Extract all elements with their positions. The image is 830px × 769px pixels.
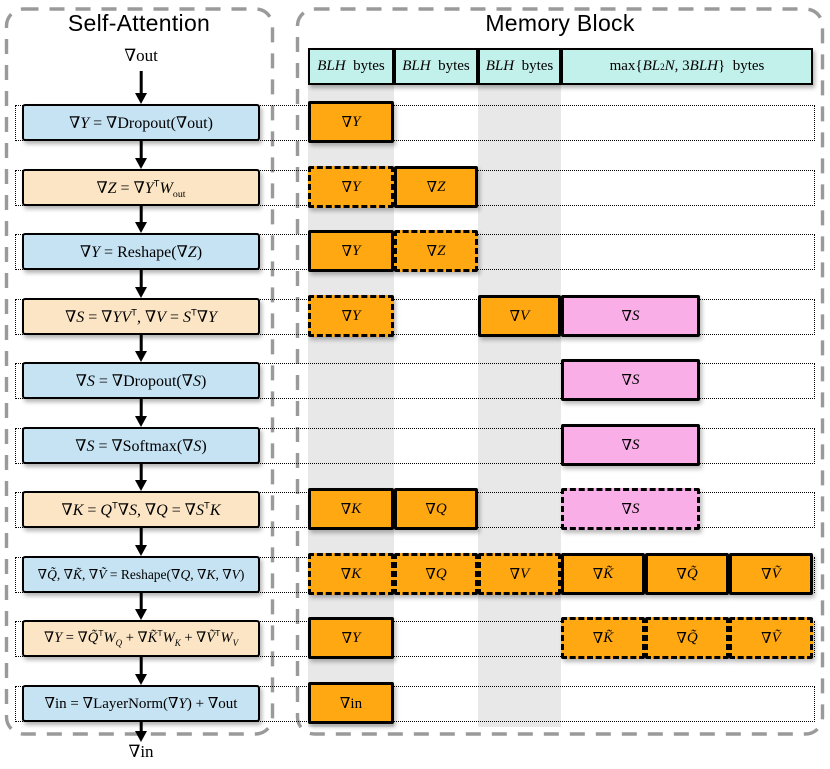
arrow-head-icon <box>135 93 147 104</box>
step-dropout-grad-out-formula: ∇Y = ∇Dropout(∇out) <box>69 114 213 132</box>
step-reshape-grad-z: ∇Y = Reshape(∇Z) <box>22 233 260 270</box>
arrow-head-icon <box>135 674 147 685</box>
memory-block-grad-V: ∇V <box>478 295 561 337</box>
input-gradient-label: ∇out <box>124 46 158 65</box>
arrow-head-icon <box>135 222 147 233</box>
flow-arrow-9 <box>134 657 148 685</box>
arrow-line <box>139 206 143 224</box>
step-softmax-grad-s: ∇S = ∇Softmax(∇S) <box>22 427 260 464</box>
step-proj-grad-y: ∇Y = ∇Q̃TWQ + ∇K̃TWK + ∇ṼTWV <box>22 620 260 657</box>
arrow-head-icon <box>135 609 147 620</box>
memory-column-header-col-blh-2: BLH bytes <box>394 48 478 85</box>
memory-column-header-col-blh-3: BLH bytes <box>478 48 561 85</box>
flow-arrow-2 <box>134 206 148 233</box>
input-arrow <box>134 71 148 104</box>
flow-arrow-6 <box>134 464 148 491</box>
arrow-head-icon <box>135 545 147 556</box>
memory-block-grad-Y: ∇Y <box>308 230 394 272</box>
step-grad-kq: ∇K = QT∇S, ∇Q = ∇STK <box>22 491 260 528</box>
memory-block-grad-Q: ∇Q <box>394 553 478 595</box>
memory-block-grad-S: ∇S <box>561 424 700 466</box>
memory-block-grad-Y: ∇Y <box>308 295 394 337</box>
memory-block-grad-K-tilde: ∇K̃ <box>561 617 645 659</box>
step-reshape-grad-z-formula: ∇Y = Reshape(∇Z) <box>79 243 203 261</box>
memory-block-grad-Z: ∇Z <box>394 166 478 208</box>
arrow-line <box>139 71 143 95</box>
row-band-6 <box>15 428 815 464</box>
arrow-head-icon <box>135 480 147 491</box>
row-band-4 <box>15 299 815 335</box>
flow-arrow-4 <box>134 335 148 362</box>
arrow-head-icon <box>135 731 147 742</box>
step-softmax-grad-s-formula: ∇S = ∇Softmax(∇S) <box>75 437 207 455</box>
step-proj-grad-y-formula: ∇Y = ∇Q̃TWQ + ∇K̃TWK + ∇ṼTWV <box>43 628 239 648</box>
row-band-1 <box>15 105 815 141</box>
shaded-column-c3 <box>478 85 561 727</box>
memory-block-grad-S: ∇S <box>561 359 700 401</box>
step-dropout-grad-s: ∇S = ∇Dropout(∇S) <box>22 362 260 399</box>
step-attn-grad-sv: ∇S = ∇YVT, ∇V = ST∇Y <box>22 298 260 335</box>
arrow-line <box>139 464 143 482</box>
arrow-line <box>139 270 143 289</box>
arrow-line <box>139 722 143 733</box>
right-panel-title: Memory Block <box>485 10 635 36</box>
step-dropout-grad-out: ∇Y = ∇Dropout(∇out) <box>22 104 260 141</box>
flow-arrow-5 <box>134 399 148 427</box>
step-layernorm-grad-in-formula: ∇in = ∇LayerNorm(∇Y) + ∇out <box>44 696 238 712</box>
arrow-line <box>139 528 143 547</box>
step-layernorm-grad-in: ∇in = ∇LayerNorm(∇Y) + ∇out <box>22 685 260 722</box>
memory-block-grad-in: ∇in <box>308 682 394 724</box>
arrow-line <box>139 399 143 418</box>
memory-block-grad-Y: ∇Y <box>308 617 394 659</box>
arrow-head-icon <box>135 158 147 169</box>
memory-block-grad-Y: ∇Y <box>308 166 394 208</box>
memory-block-grad-K: ∇K <box>308 553 394 595</box>
memory-column-header-col-blh-1: BLH bytes <box>308 48 394 85</box>
output-arrow <box>134 722 148 742</box>
row-band-9 <box>15 621 815 657</box>
memory-block-grad-Y: ∇Y <box>308 101 394 143</box>
memory-block-grad-V: ∇V <box>478 553 561 595</box>
row-band-5 <box>15 363 815 399</box>
flow-arrow-8 <box>134 593 148 620</box>
arrow-line <box>139 141 143 160</box>
row-band-10 <box>15 686 815 722</box>
step-dropout-grad-s-formula: ∇S = ∇Dropout(∇S) <box>75 372 207 390</box>
step-grad-kq-formula: ∇K = QT∇S, ∇Q = ∇STK <box>61 500 221 519</box>
flow-arrow-7 <box>134 528 148 556</box>
arrow-head-icon <box>135 351 147 362</box>
flow-arrow-1 <box>134 141 148 169</box>
arrow-line <box>139 335 143 353</box>
memory-block-grad-Q-tilde: ∇Q̃ <box>645 553 729 595</box>
step-reshape-qkv-formula: ∇Q̃, ∇K̃, ∇Ṽ = Reshape(∇Q, ∇K, ∇V) <box>37 566 245 582</box>
left-panel-title: Self-Attention <box>67 10 211 36</box>
step-wout-grad: ∇Z = ∇YTWout <box>22 169 260 206</box>
memory-block-grad-K: ∇K <box>308 488 394 530</box>
step-attn-grad-sv-formula: ∇S = ∇YVT, ∇V = ST∇Y <box>65 307 217 326</box>
memory-block-grad-V-tilde: ∇Ṽ <box>729 617 813 659</box>
memory-block-grad-S: ∇S <box>561 295 700 337</box>
memory-block-grad-Q-tilde: ∇Q̃ <box>645 617 729 659</box>
memory-block-panel-border <box>295 7 825 736</box>
memory-block-grad-Z: ∇Z <box>394 230 478 272</box>
step-wout-grad-formula: ∇Z = ∇YTWout <box>96 178 186 200</box>
arrow-line <box>139 657 143 676</box>
step-reshape-qkv: ∇Q̃, ∇K̃, ∇Ṽ = Reshape(∇Q, ∇K, ∇V) <box>22 556 260 593</box>
arrow-line <box>139 593 143 611</box>
arrow-head-icon <box>135 416 147 427</box>
output-gradient-label: ∇in <box>128 742 154 761</box>
flow-arrow-3 <box>134 270 148 298</box>
memory-block-grad-K-tilde: ∇K̃ <box>561 553 645 595</box>
memory-block-grad-V-tilde: ∇Ṽ <box>729 553 813 595</box>
memory-block-grad-Q: ∇Q <box>394 488 478 530</box>
arrow-head-icon <box>135 287 147 298</box>
memory-block-grad-S: ∇S <box>561 488 700 530</box>
